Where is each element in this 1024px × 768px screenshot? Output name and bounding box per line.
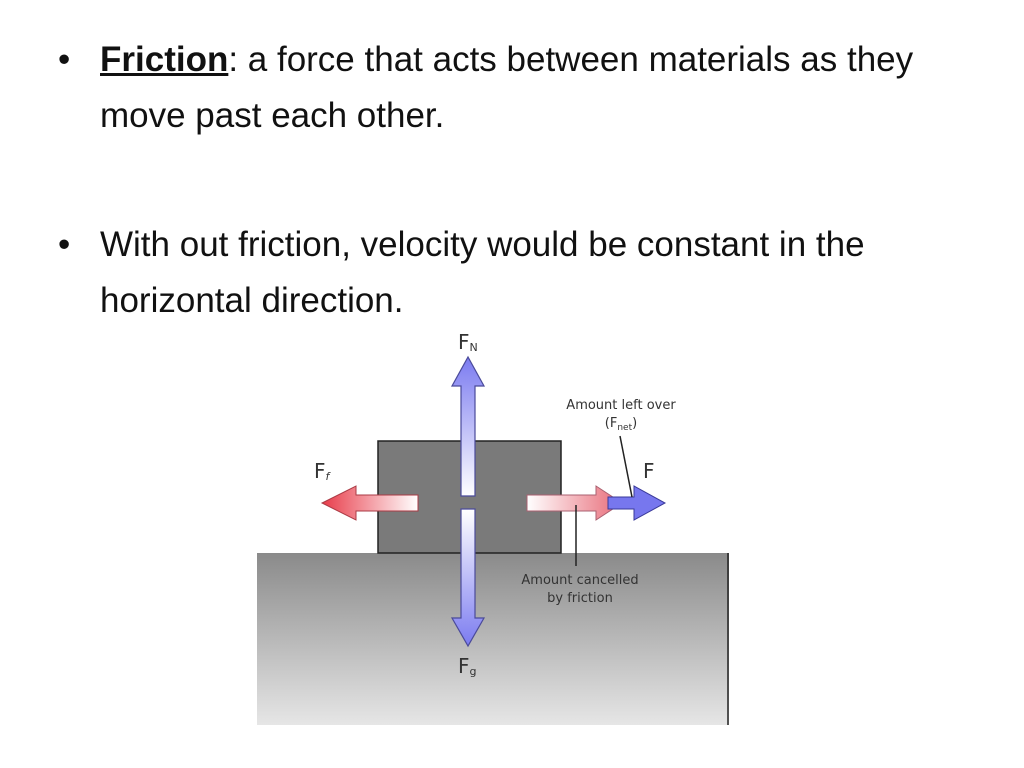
left-over-annotation-line1: Amount left over: [566, 398, 676, 413]
friction-force-arrow: [320, 485, 419, 521]
normal-force-arrow: [450, 355, 486, 497]
ground-surface: [257, 553, 729, 725]
applied-force-label: F: [643, 459, 655, 483]
bullet-text: Friction: a force that acts between mate…: [100, 32, 940, 144]
friction-force-label: Ff: [314, 459, 332, 483]
left-over-annotation-line2: (Fnet): [605, 416, 637, 433]
term-friction: Friction: [100, 40, 229, 79]
cancelled-annotation-line2: by friction: [547, 591, 613, 606]
bullet-dot: •: [58, 40, 71, 79]
normal-force-label: FN: [458, 330, 478, 354]
left-over-pointer-line: [619, 435, 633, 498]
definition-text: : a force that acts between materials as…: [100, 40, 914, 135]
gravity-force-arrow: [450, 508, 486, 648]
gravity-force-label: Fg: [458, 654, 477, 678]
net-force-arrow: [607, 485, 667, 521]
cancelled-annotation-line1: Amount cancelled: [521, 573, 638, 588]
bullet-dot: •: [58, 225, 71, 264]
applied-force-cancelled-arrow: [526, 485, 623, 521]
bullet-text: With out friction, velocity would be con…: [100, 225, 865, 320]
